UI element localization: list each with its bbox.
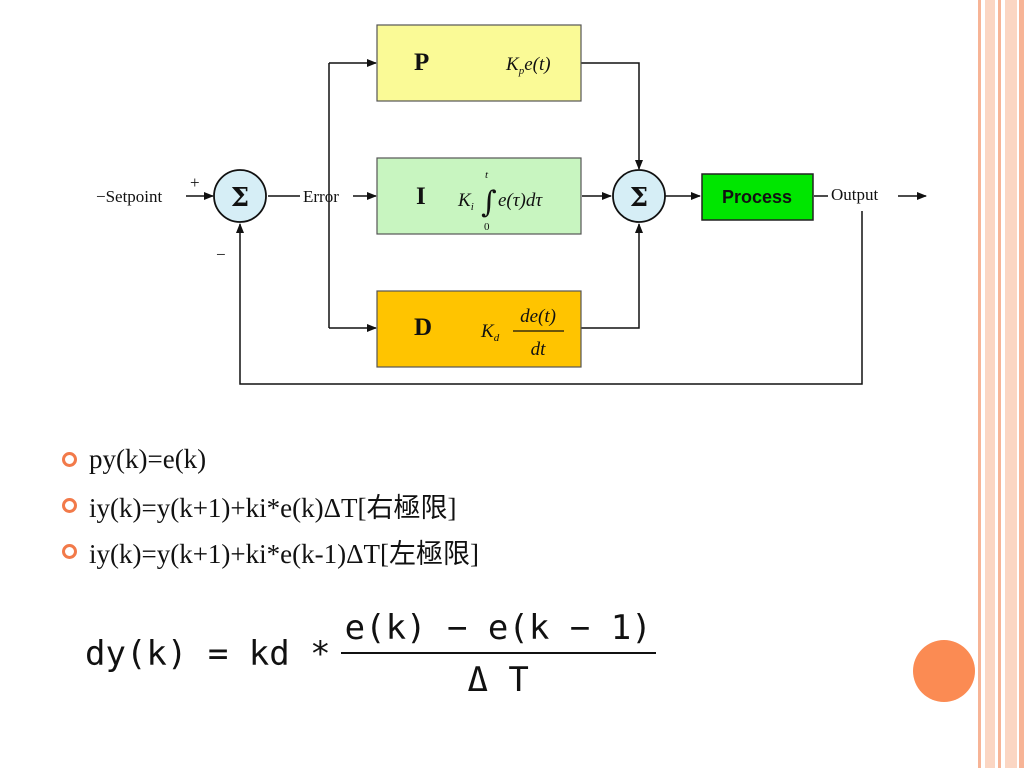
bullet-item: py(k)=e(k) bbox=[62, 436, 479, 482]
d-denominator: dt bbox=[531, 339, 547, 360]
sum-symbol: Σ bbox=[630, 183, 648, 213]
bullet-item: iy(k)=y(k+1)+ki*e(k)ΔT[右極限] bbox=[62, 482, 479, 528]
setpoint-label: −Setpoint bbox=[96, 187, 163, 206]
decorative-stripe bbox=[998, 0, 1001, 768]
integral-upper-limit: t bbox=[485, 169, 489, 181]
plus-sign: + bbox=[190, 173, 200, 192]
d-block: D Kd de(t) dt bbox=[376, 290, 582, 368]
summing-junction-input: Σ bbox=[213, 169, 267, 223]
i-coefficient: Ki bbox=[457, 190, 474, 213]
p-formula: Kpe(t) bbox=[505, 54, 551, 77]
i-formula: e(τ)dτ bbox=[498, 190, 543, 211]
formula-lhs: dy(k) = kd * bbox=[85, 634, 331, 674]
output-label: Output bbox=[831, 185, 879, 204]
bullet-list: py(k)=e(k) iy(k)=y(k+1)+ki*e(k)ΔT[右極限] i… bbox=[62, 436, 479, 574]
d-numerator: de(t) bbox=[520, 306, 556, 327]
decorative-stripe bbox=[1019, 0, 1024, 768]
pid-block-diagram: −Setpoint + − Error Output Σ Σ P Kpe(t) … bbox=[96, 24, 927, 385]
summing-junction-output: Σ bbox=[612, 169, 666, 223]
decorative-stripe bbox=[985, 0, 995, 768]
signal-lines bbox=[186, 59, 927, 385]
process-label: Process bbox=[722, 187, 792, 207]
d-coefficient: Kd bbox=[480, 321, 500, 344]
sum-symbol: Σ bbox=[231, 183, 249, 213]
process-block: Process bbox=[701, 173, 814, 221]
formula-denominator: Δ T bbox=[467, 660, 529, 700]
bullet-text: py(k)=e(k) bbox=[89, 443, 207, 474]
error-label: Error bbox=[303, 187, 339, 206]
bullet-text: iy(k)=y(k+1)+ki*e(k-1)ΔT[左極限] bbox=[89, 538, 479, 569]
formula-numerator: e(k) − e(k − 1) bbox=[340, 608, 656, 654]
bullet-text: iy(k)=y(k+1)+ki*e(k)ΔT[右極限] bbox=[89, 492, 457, 523]
bullet-ring-icon bbox=[62, 497, 77, 513]
formula-fraction: e(k) − e(k − 1) Δ T bbox=[340, 608, 656, 700]
bullet-ring-icon bbox=[62, 451, 77, 467]
integral-lower-limit: 0 bbox=[484, 221, 490, 233]
derivative-formula: dy(k) = kd * e(k) − e(k − 1) Δ T bbox=[85, 608, 656, 700]
i-letter: I bbox=[416, 183, 426, 210]
i-block: I Ki ∫ t 0 e(τ)dτ bbox=[376, 157, 582, 235]
d-letter: D bbox=[414, 314, 432, 341]
bullet-item: iy(k)=y(k+1)+ki*e(k-1)ΔT[左極限] bbox=[62, 528, 479, 574]
minus-sign: − bbox=[216, 245, 226, 264]
p-block: P Kpe(t) bbox=[376, 24, 582, 102]
decorative-stripe bbox=[978, 0, 981, 768]
decorative-circle bbox=[913, 640, 975, 702]
bullet-ring-icon bbox=[62, 543, 77, 559]
decorative-stripe bbox=[1005, 0, 1017, 768]
p-letter: P bbox=[414, 49, 429, 76]
integral-sign: ∫ bbox=[481, 185, 497, 220]
